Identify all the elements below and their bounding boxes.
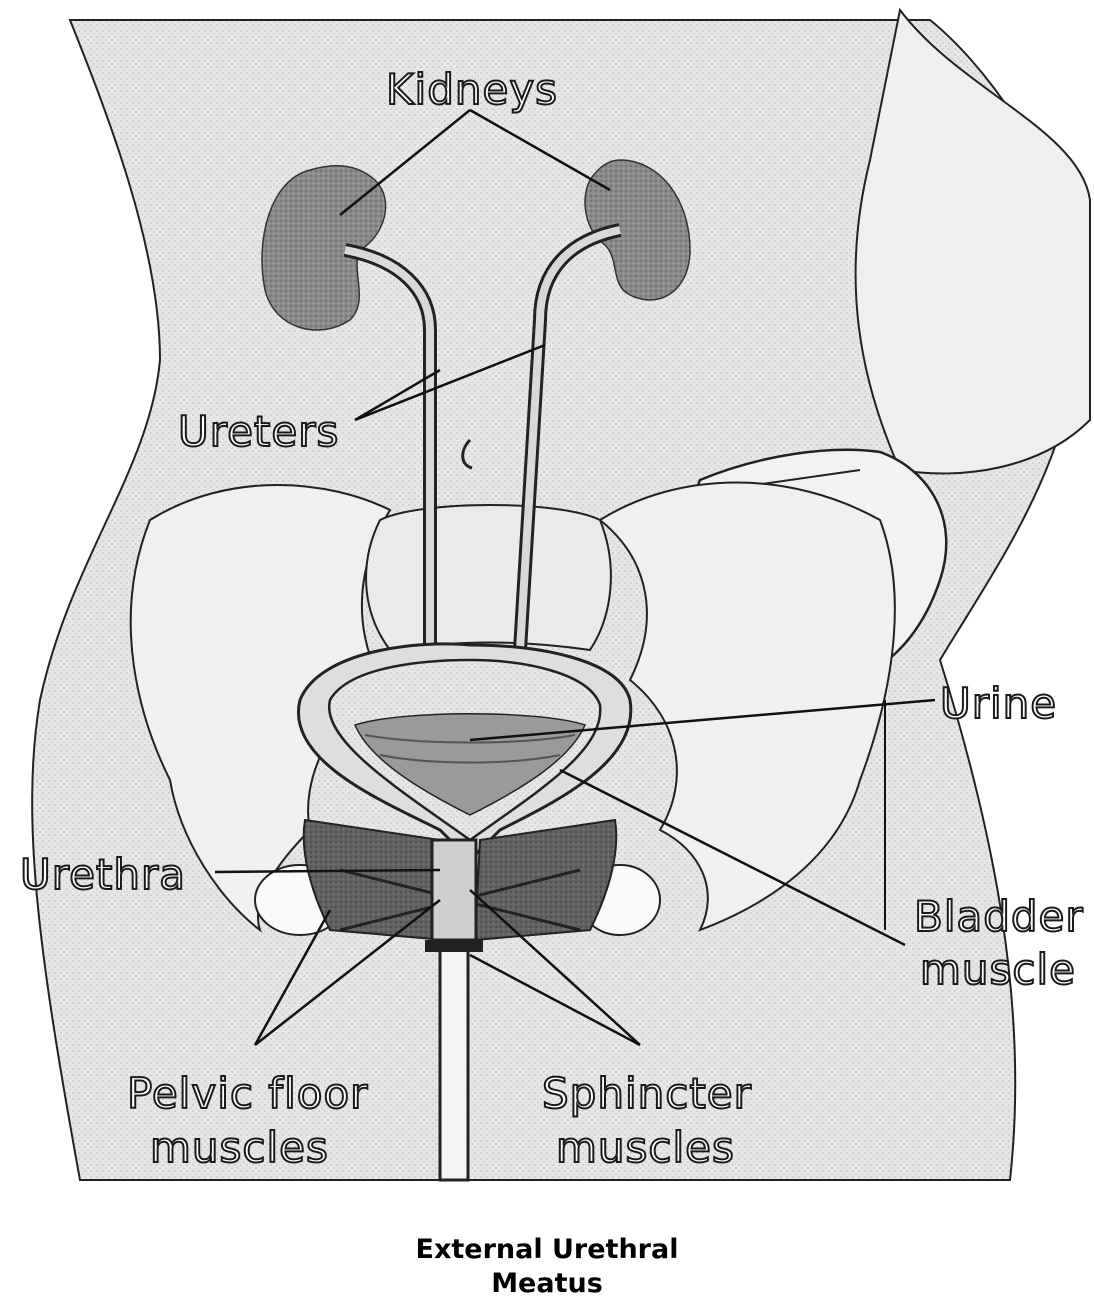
label-ureters: Ureters <box>178 408 339 456</box>
urethra <box>432 840 476 940</box>
arm-outline <box>856 10 1090 473</box>
caption-line1: External Urethral <box>347 1232 747 1268</box>
label-bladder-muscle-line2: muscle <box>920 946 1076 994</box>
label-urine: Urine <box>940 680 1057 728</box>
label-sphincter-line1: Sphincter <box>542 1070 752 1118</box>
label-pelvic-floor-line2: muscles <box>150 1124 329 1172</box>
label-bladder-muscle-line1: Bladder <box>914 893 1084 941</box>
caption-line2: Meatus <box>347 1266 747 1302</box>
label-urethra: Urethra <box>20 851 186 899</box>
label-pelvic-floor-line1: Pelvic floor <box>127 1070 368 1118</box>
label-sphincter-line2: muscles <box>556 1124 735 1172</box>
label-kidneys: Kidneys <box>386 66 558 114</box>
